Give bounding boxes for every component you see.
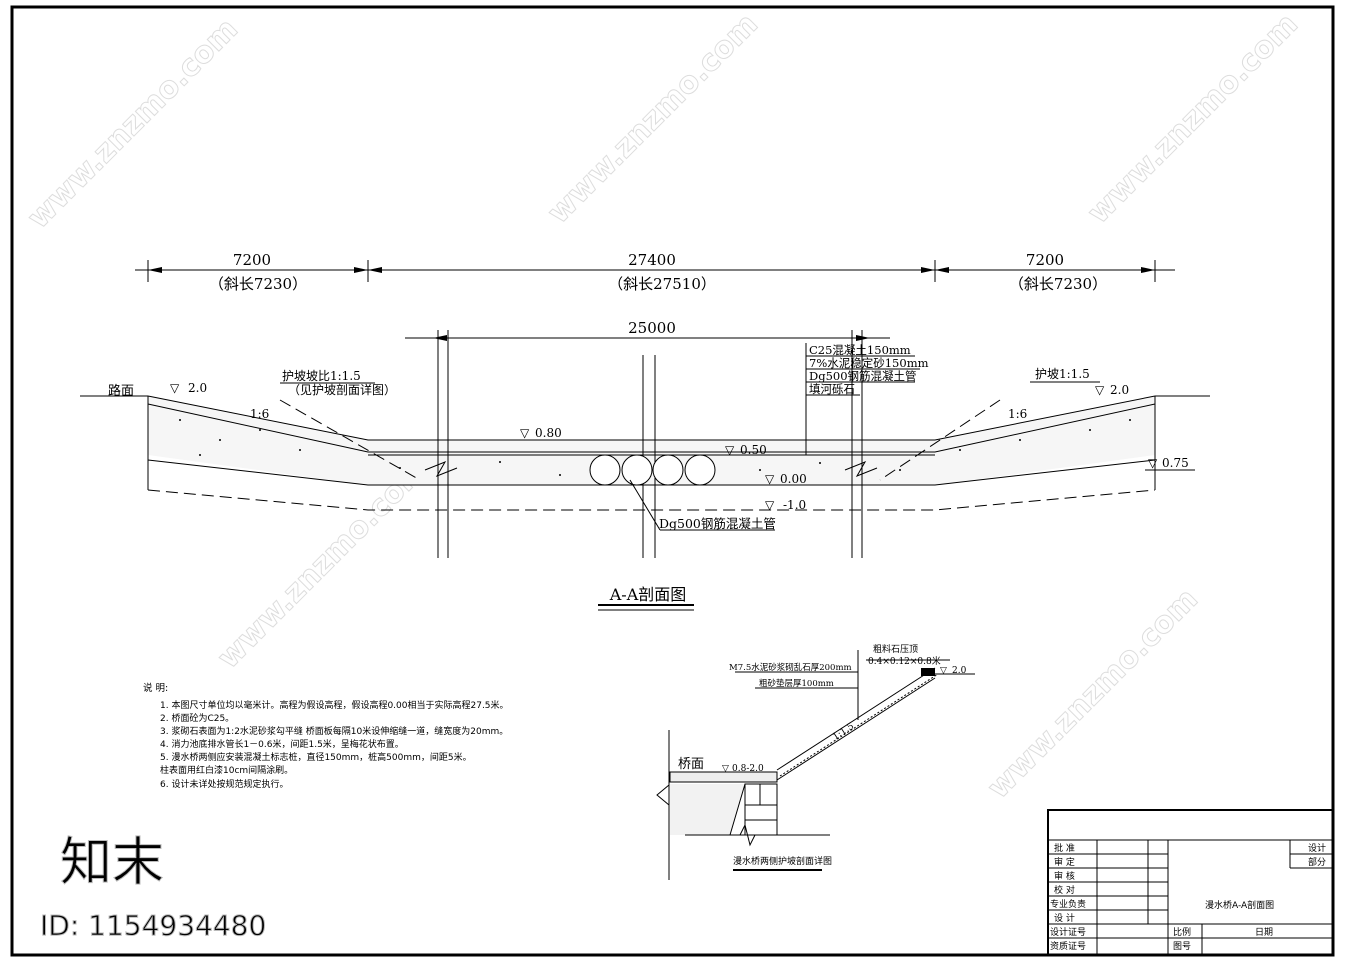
elevation-0-75: 0.75	[1162, 456, 1189, 470]
note-2: 2. 桥面砼为C25。	[160, 712, 234, 724]
top-dimension-line	[135, 260, 1175, 282]
left-slope-ratio: 1:6	[250, 407, 269, 421]
note-6: 6. 设计未详处按规范规定执行。	[160, 778, 288, 790]
title-block	[1047, 809, 1334, 956]
watermark-brand: 知末	[60, 833, 164, 893]
deck-elevation: 0.8-2.0	[732, 764, 764, 774]
watermark-site-5: www.znzmo.com	[981, 582, 1205, 806]
right-slope-ratio: 1:6	[1008, 407, 1027, 421]
tb-designer: 设 计	[1054, 912, 1075, 924]
elev-marker-050: ▽	[725, 443, 735, 457]
layer-1: C25混凝土150mm	[809, 343, 911, 357]
note-4: 4. 消力池底排水管长1－0.6米，间距1.5米，呈梅花状布置。	[160, 738, 404, 750]
deck-label: 桥面	[678, 757, 704, 772]
pipe-label: Dg500钢筋混凝土管	[659, 516, 776, 531]
tb-lead: 专业负责	[1050, 898, 1086, 910]
cap-stone-label: 粗料石压顶	[873, 643, 918, 655]
detail-top-elevation: 2.0	[952, 666, 967, 676]
right-slant-dim: （斜长7230）	[1009, 275, 1107, 293]
watermark-site-1: www.znzmo.com	[21, 12, 245, 236]
layer-2: 7%水泥稳定砂150mm	[809, 356, 929, 370]
sand-bed-label: 粗砂垫层厚100mm	[759, 678, 834, 689]
watermark-site-2: www.znzmo.com	[541, 7, 765, 231]
tb-qual-cert: 资质证号	[1050, 940, 1086, 952]
detail-title: 漫水桥两侧护坡剖面详图	[733, 855, 832, 867]
cross-section	[80, 330, 1210, 558]
layer-callout	[805, 343, 920, 455]
right-span-dim: 7200	[1026, 251, 1064, 269]
tb-design: 设计	[1308, 842, 1326, 854]
elevation-minus-1-0: -1.0	[783, 498, 806, 512]
right-elevation: 2.0	[1110, 383, 1129, 397]
elevation-0-50: 0.50	[740, 443, 767, 457]
tb-finalize: 审 定	[1054, 856, 1075, 868]
tb-review: 审 核	[1054, 870, 1075, 882]
right-slope-note: 护坡1:1.5	[1035, 367, 1090, 381]
detail-slope-ratio: 1:1.5	[831, 721, 856, 742]
left-span-dim: 7200	[233, 251, 271, 269]
elev-marker-080: ▽	[520, 426, 530, 440]
layer-3: Dg500钢筋混凝土管	[809, 369, 917, 383]
left-elevation: 2.0	[188, 381, 207, 395]
note-5b: 柱表面用红白漆10cm间隔涂刷。	[160, 764, 293, 776]
elev-marker-m10: ▽	[765, 498, 775, 512]
deck-elev-marker: ▽	[722, 764, 729, 774]
elevation-0-80: 0.80	[535, 426, 562, 440]
middle-slant-dim: （斜长27510）	[608, 275, 716, 293]
tb-section: 部分	[1308, 856, 1326, 868]
drawing-frame	[10, 5, 1335, 957]
notes: 说 明: 1. 本图尺寸单位均以毫米计。高程为假设高程，假设高程0.00相当于实…	[143, 682, 509, 790]
section-title: A-A剖面图	[609, 585, 687, 604]
left-slant-dim: （斜长7230）	[209, 275, 307, 293]
cap-stone-size: 0.4×0.12×0.8米	[868, 655, 941, 667]
elev-marker-075: ▽	[1148, 456, 1158, 470]
note-5: 5. 漫水桥两侧应安装混凝土标志桩，直径150mm，桩高500mm，间距5米。	[160, 751, 472, 763]
bridge-dimension-line	[405, 335, 890, 341]
elevation-0-00: 0.00	[780, 472, 807, 486]
detail-elev-marker: ▽	[940, 666, 947, 676]
note-3: 3. 浆砌石表面为1:2水泥砂浆勾平缝 桥面板每隔10米设伸缩缝一道，缝宽度为2…	[160, 725, 508, 737]
tb-scale: 比例	[1173, 926, 1191, 938]
elev-marker-left: ▽	[170, 381, 180, 395]
tb-drawing-name: 漫水桥A-A剖面图	[1205, 899, 1274, 911]
notes-heading: 说 明:	[143, 682, 168, 694]
watermark-id: ID: 1154934480	[40, 909, 266, 942]
left-slope-ref: （见护坡剖面详图）	[288, 382, 396, 397]
slope-detail	[656, 650, 975, 880]
middle-span-dim: 27400	[628, 251, 676, 269]
tb-check: 校 对	[1054, 884, 1075, 896]
watermark-site-3: www.znzmo.com	[1081, 7, 1305, 231]
road-label: 路面	[108, 383, 134, 399]
layer-4: 填河砾石	[809, 382, 855, 396]
tb-drawing-no: 图号	[1173, 941, 1191, 952]
bridge-length-dim: 25000	[628, 319, 676, 337]
tb-approve: 批 准	[1054, 842, 1075, 854]
note-1: 1. 本图尺寸单位均以毫米计。高程为假设高程，假设高程0.00相当于实际高程27…	[160, 699, 509, 711]
left-slope-note: 护坡坡比1:1.5	[282, 369, 361, 383]
drain-pipes	[589, 454, 716, 486]
elev-marker-right: ▽	[1095, 383, 1105, 397]
tb-date: 日期	[1255, 927, 1273, 938]
tb-design-cert: 设计证号	[1050, 926, 1086, 938]
elev-marker-000: ▽	[765, 472, 775, 486]
masonry-label: M7.5水泥砂浆砌乱石厚200mm	[729, 662, 852, 673]
